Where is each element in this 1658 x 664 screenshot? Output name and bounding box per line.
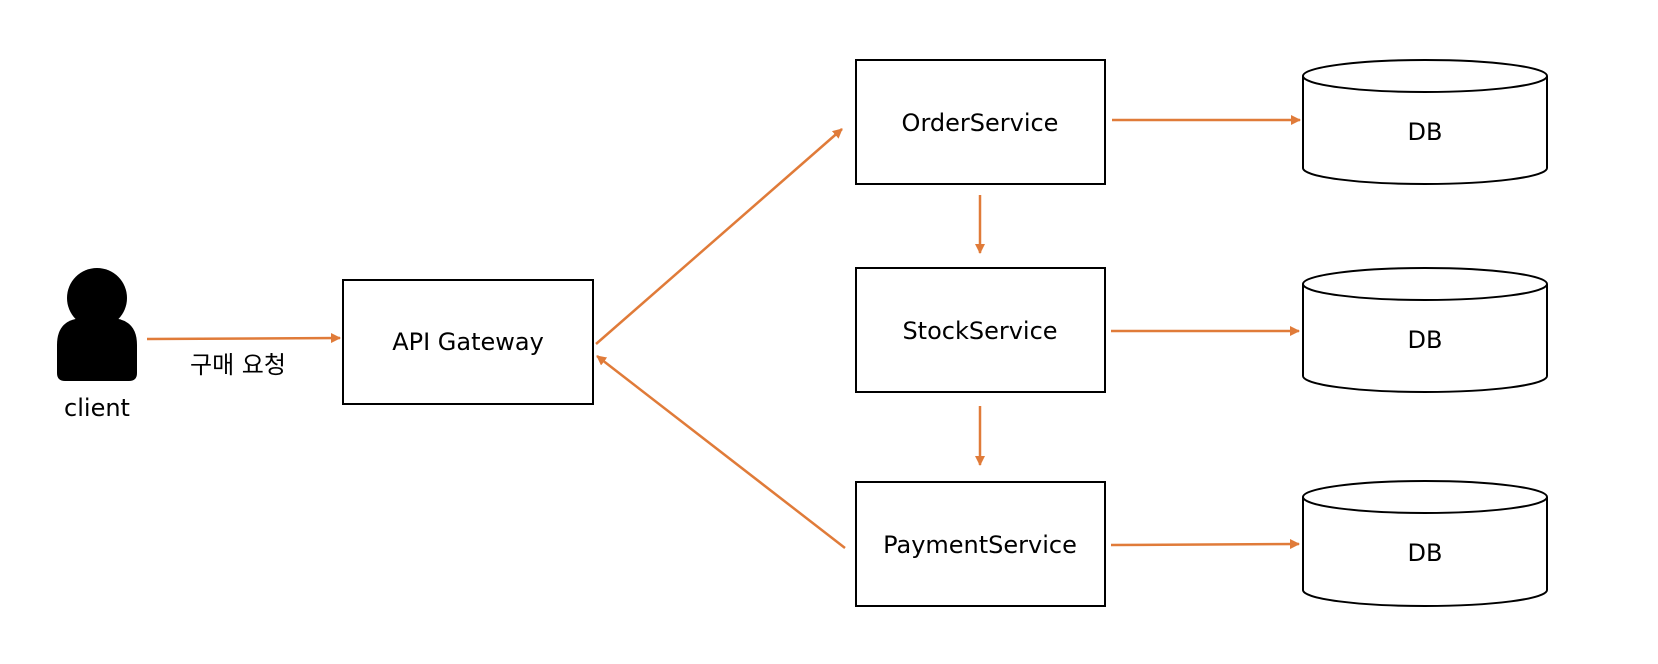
node-stock-service: StockService (855, 267, 1106, 393)
db-label: DB (1408, 118, 1443, 146)
database-stock: DB (1302, 267, 1548, 393)
client-label: client (64, 394, 130, 422)
database-icon (1302, 267, 1548, 393)
person-icon (57, 268, 137, 381)
order-service-label: OrderService (902, 109, 1059, 137)
payment-service-label: PaymentService (883, 531, 1077, 559)
db-label: DB (1408, 539, 1443, 567)
client-actor: client (57, 268, 137, 422)
order-service-box (855, 59, 1106, 185)
edge-payment-to-gateway (596, 355, 846, 549)
payment-service-box (855, 481, 1106, 607)
stock-service-label: StockService (902, 317, 1057, 345)
database-icon (1302, 480, 1548, 607)
node-payment-service: PaymentService (855, 481, 1106, 607)
api-gateway-label: API Gateway (392, 328, 544, 356)
node-api-gateway: API Gateway (342, 279, 594, 405)
stock-service-box (855, 267, 1106, 393)
edge-payment-to-db (1110, 539, 1300, 550)
api-gateway-box (342, 279, 594, 405)
db-label: DB (1408, 326, 1443, 354)
database-icon (1302, 59, 1548, 185)
database-order: DB (1302, 59, 1548, 185)
node-order-service: OrderService (855, 59, 1106, 185)
edge-client-to-gateway (146, 333, 341, 344)
request-edge-label: 구매 요청 (190, 351, 286, 379)
database-payment: DB (1302, 480, 1548, 607)
edge-gateway-to-order (595, 128, 843, 345)
